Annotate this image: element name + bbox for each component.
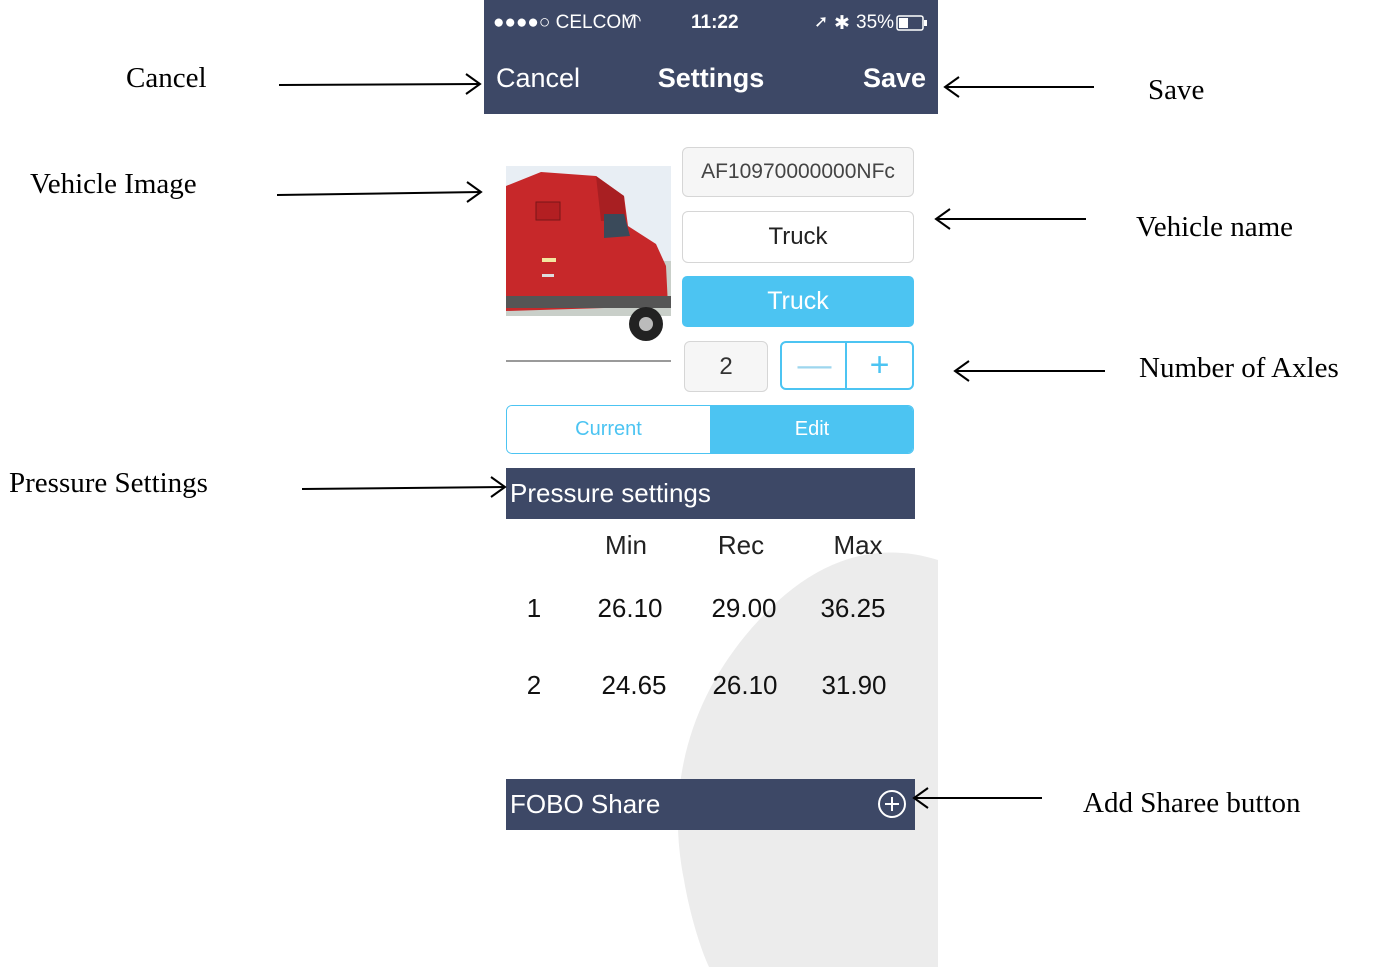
vehicle-image[interactable] <box>506 166 671 344</box>
axle-count-field: 2 <box>684 341 768 392</box>
axle-stepper: — + <box>780 341 914 390</box>
pressure-settings-header: Pressure settings <box>506 468 915 519</box>
annotation-vehicle-image: Vehicle Image <box>30 168 197 200</box>
save-button[interactable]: Save <box>862 63 926 93</box>
axle-number: 2 <box>526 670 542 700</box>
min-pressure-input[interactable]: 26.10 <box>597 593 663 623</box>
fobo-watermark-logo <box>677 552 938 967</box>
bluetooth-icon: ✱ <box>834 13 850 34</box>
axle-number: 1 <box>526 593 542 623</box>
add-sharee-button[interactable] <box>877 789 907 819</box>
max-pressure-input[interactable]: 36.25 <box>820 593 886 623</box>
phone-screen: ●●●●○ CELCOM ◠ 11:22 ➚ ✱ 35% Cancel Sett… <box>484 0 938 967</box>
fobo-share-label: FOBO Share <box>510 789 661 819</box>
image-divider <box>506 360 671 362</box>
annotation-number-of-axles: Number of Axles <box>1139 352 1339 384</box>
vehicle-name-input[interactable]: Truck <box>682 211 914 263</box>
annotation-vehicle-name: Vehicle name <box>1136 211 1294 243</box>
tab-edit[interactable]: Edit <box>710 406 913 453</box>
rec-pressure-input[interactable]: 29.00 <box>711 593 777 623</box>
axle-decrement-button[interactable]: — <box>797 346 832 384</box>
annotation-save: Save <box>1148 74 1205 106</box>
mode-segmented-control: Current Edit <box>506 405 914 454</box>
column-header-rec: Rec <box>717 530 765 560</box>
fobo-share-header: FOBO Share <box>506 779 915 830</box>
location-icon: ➚ <box>814 12 829 31</box>
axle-increment-button[interactable]: + <box>845 343 912 388</box>
annotation-cancel: Cancel <box>126 62 207 94</box>
column-header-max: Max <box>833 530 883 560</box>
annotation-add-sharee-button: Add Sharee button <box>1083 787 1301 819</box>
battery-icon <box>896 15 927 31</box>
carrier-label: ●●●●○ CELCOM <box>493 12 637 33</box>
max-pressure-input[interactable]: 31.90 <box>821 670 887 700</box>
min-pressure-input[interactable]: 24.65 <box>601 670 667 700</box>
vehicle-type-button[interactable]: Truck <box>682 276 914 327</box>
rec-pressure-input[interactable]: 26.10 <box>712 670 778 700</box>
device-id-field: AF10970000000NFc <box>682 147 914 197</box>
status-bar: ●●●●○ CELCOM ◠ 11:22 ➚ ✱ 35% <box>484 0 938 46</box>
cancel-button[interactable]: Cancel <box>496 63 581 93</box>
column-header-min: Min <box>605 530 647 560</box>
wifi-icon: ◠ <box>626 10 642 30</box>
tab-current[interactable]: Current <box>507 406 710 453</box>
battery-percent: 35% <box>856 12 895 33</box>
clock-label: 11:22 <box>691 12 739 33</box>
annotation-pressure-settings: Pressure Settings <box>9 467 208 499</box>
